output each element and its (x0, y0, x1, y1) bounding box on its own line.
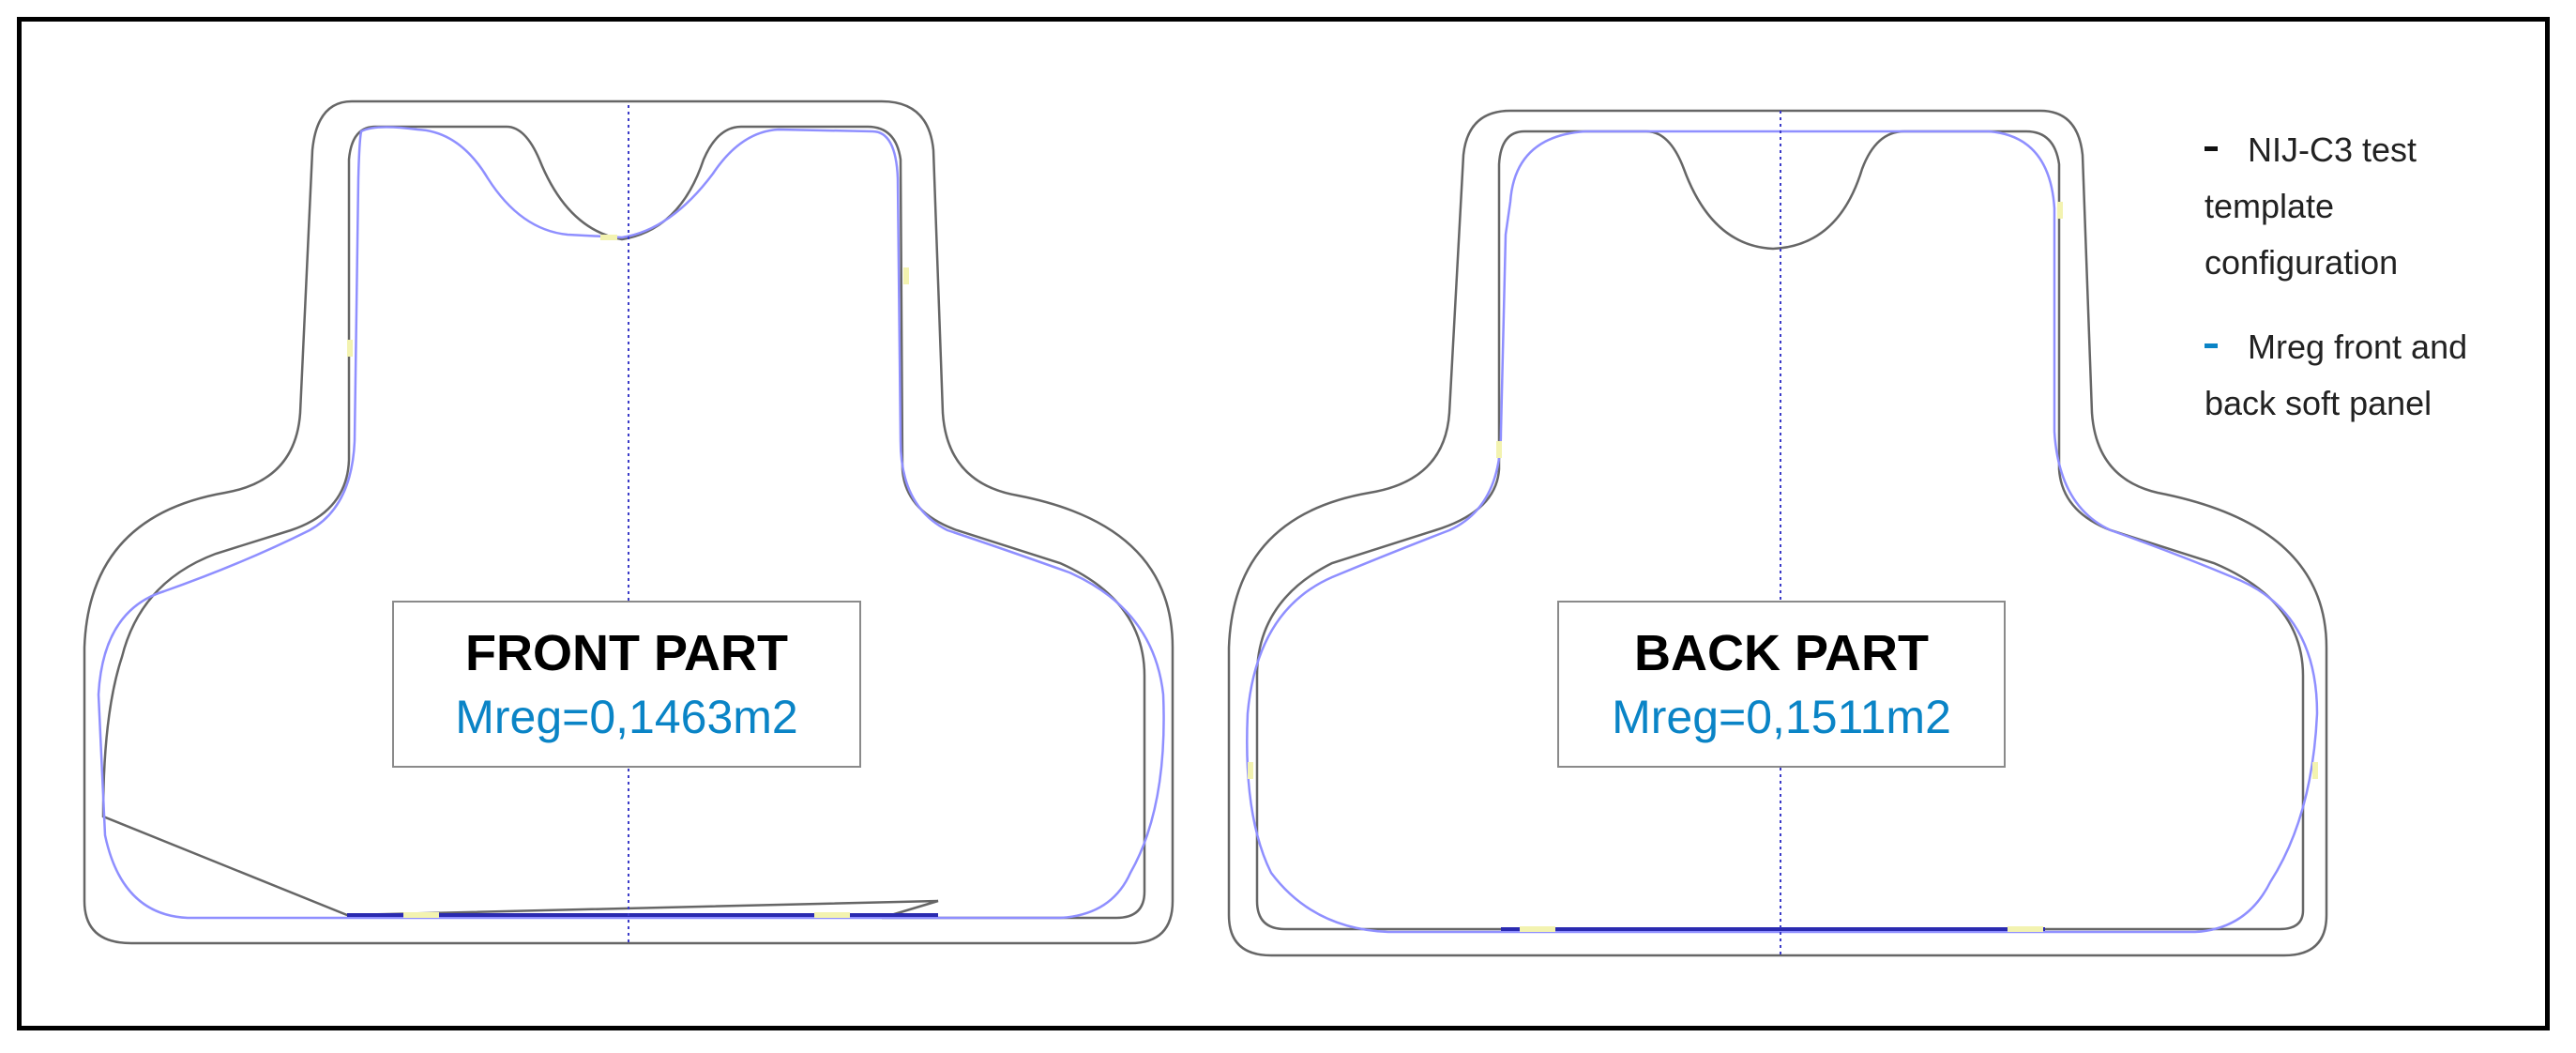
figure-frame (17, 17, 2550, 1030)
front-part-area: Mreg=0,1463m2 (455, 691, 798, 743)
front-template-inner (101, 125, 1146, 920)
back-part-drawing (1227, 109, 2328, 957)
back-template-outer (1227, 109, 2328, 957)
back-part-label: BACK PART Mreg=0,1511m2 (1557, 601, 2006, 768)
legend-dash-blue (2205, 343, 2218, 348)
front-part-title: FRONT PART (465, 625, 788, 681)
front-soft-panel (97, 126, 1165, 920)
legend-item-template: NIJ-C3 test template configuration (2205, 130, 2417, 282)
back-soft-panel (1246, 130, 2319, 934)
front-template-outer (83, 99, 1174, 945)
legend-item-soft-panel: Mreg front and back soft panel (2205, 328, 2468, 422)
front-part-drawing (83, 99, 1174, 945)
legend-dash-black (2205, 146, 2218, 151)
back-part-area: Mreg=0,1511m2 (1612, 691, 1951, 743)
front-part-label: FRONT PART Mreg=0,1463m2 (392, 601, 861, 768)
back-part-title: BACK PART (1634, 625, 1929, 681)
back-template-inner (1255, 130, 2305, 931)
